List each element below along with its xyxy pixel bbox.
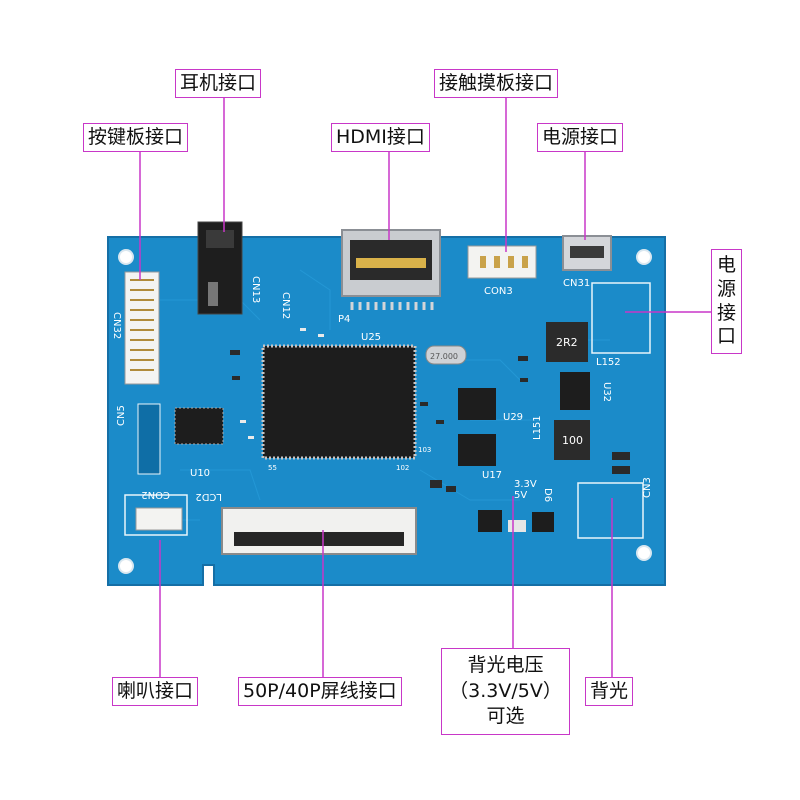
label-touch-panel: 接触摸板接口 (434, 69, 559, 98)
main-ic (261, 344, 417, 460)
label-backlight-voltage: 背光电压（3.3V/5V）可选 (441, 648, 570, 735)
silk-d6: D6 (542, 488, 553, 502)
silk-u17: U17 (482, 470, 502, 481)
silk-cn5: CN5 (116, 405, 127, 426)
label-hdmi: HDMI接口 (331, 123, 430, 152)
silk-l151: L151 (532, 415, 543, 440)
label-power-side: 电源接口 (711, 249, 742, 354)
silk-cn13: CN13 (250, 276, 261, 303)
silk-2r2: 2R2 (556, 336, 578, 349)
silk-cn3: CN3 (642, 477, 653, 498)
silk-cn12: CN12 (280, 292, 291, 319)
silk-l152: L152 (596, 357, 621, 368)
silk-con2: CON2 (141, 489, 170, 500)
silk-pin102: 102 (396, 464, 409, 472)
silk-pin55: 55 (268, 464, 277, 472)
label-screen-line: 50P/40P屏线接口 (238, 677, 402, 706)
label-power-top: 电源接口 (537, 123, 624, 152)
silk-cn31: CN31 (563, 278, 590, 289)
silk-u32: U32 (601, 382, 612, 402)
silk-con3: CON3 (484, 286, 513, 297)
silk-pin103: 103 (418, 446, 431, 454)
silk-u10: U10 (190, 468, 210, 479)
silk-lcd2: LCD2 (195, 491, 222, 502)
silk-v5: 5V (514, 490, 527, 501)
silk-100: 100 (562, 434, 583, 447)
silk-xtal: 27.000 (430, 352, 458, 361)
silk-u29: U29 (503, 412, 523, 423)
silk-p4: P4 (338, 314, 350, 325)
label-keypad-board: 按键板接口 (83, 123, 189, 152)
label-backlight: 背光 (585, 677, 634, 706)
cn32-connector (124, 271, 160, 385)
silk-v33: 3.3V (514, 479, 537, 490)
silk-cn32: CN32 (111, 312, 122, 339)
silk-u25: U25 (361, 332, 381, 343)
label-earphone: 耳机接口 (175, 69, 262, 98)
lcd-fpc-connector (221, 507, 417, 555)
con2-connector (135, 507, 183, 531)
label-speaker: 喇叭接口 (112, 677, 199, 706)
